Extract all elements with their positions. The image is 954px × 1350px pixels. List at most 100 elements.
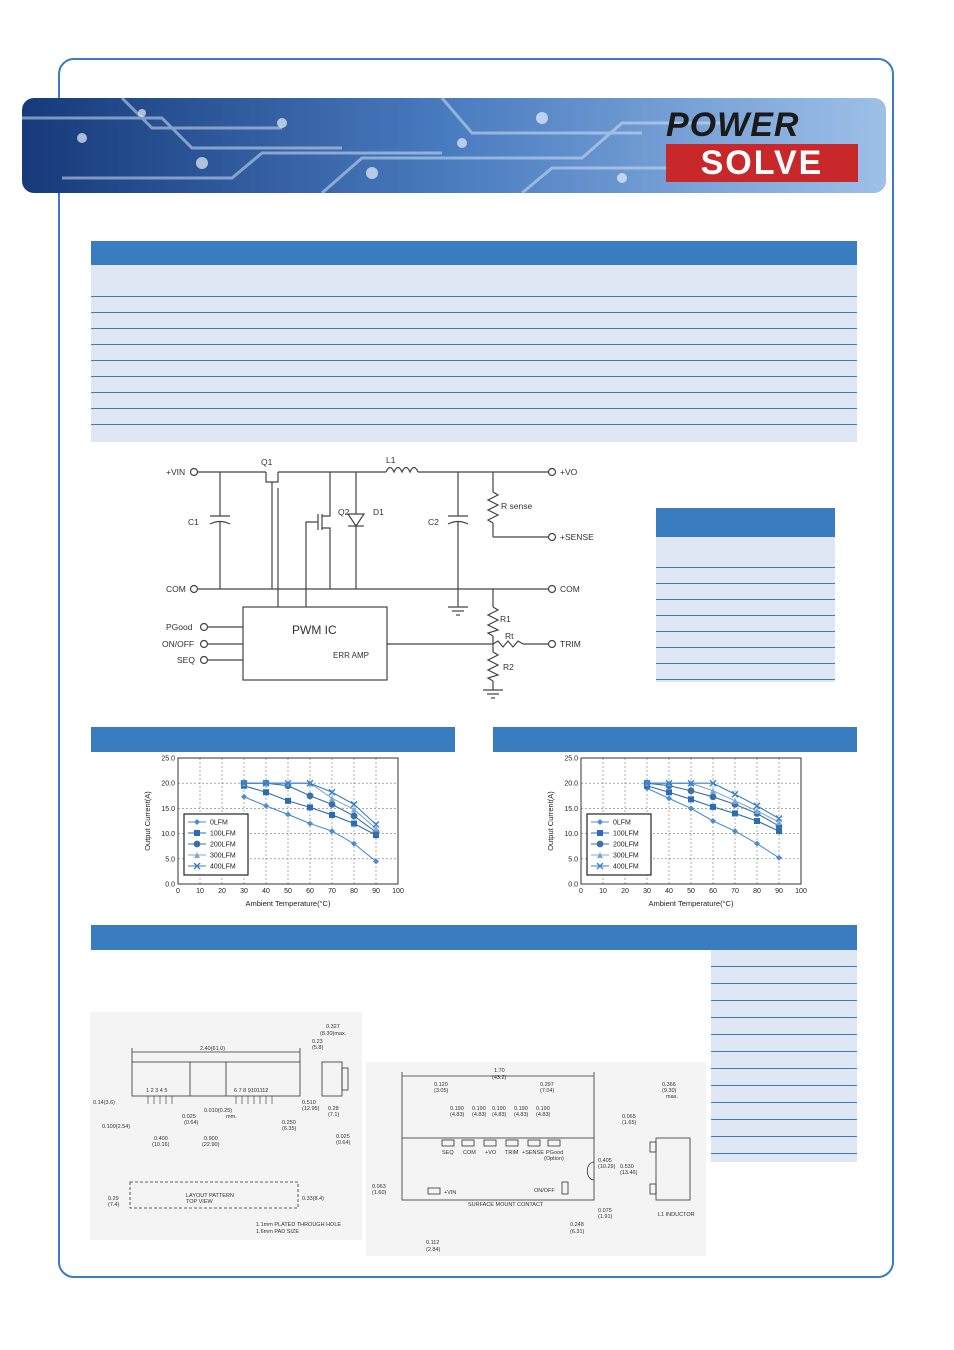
- table-row: [656, 632, 835, 648]
- chart-background: [140, 752, 404, 910]
- dim-033: 0.33(8.4): [302, 1196, 324, 1202]
- x-tick-label: 10: [196, 888, 204, 895]
- dim-830: (8.30)max.: [320, 1031, 347, 1037]
- data-point: [687, 779, 695, 787]
- x-tick-label: 90: [775, 888, 783, 895]
- l1-inductor: L1 INDUCTOR: [658, 1212, 695, 1218]
- label-vin: +VIN: [166, 467, 185, 477]
- plot-frame: [177, 757, 399, 885]
- label-com-right: COM: [560, 584, 580, 594]
- dim-284: (2.84): [426, 1247, 441, 1253]
- dim-71: (7.1): [328, 1112, 339, 1118]
- pin-seq: SEQ: [442, 1150, 454, 1156]
- y-tick-label: 25.0: [161, 756, 175, 763]
- table-row: [656, 648, 835, 664]
- layout-top-view: TOP VIEW: [186, 1199, 214, 1205]
- table-row: [656, 664, 835, 680]
- surface-mount-note: SURFACE MOUNT CONTACT: [468, 1202, 544, 1208]
- section-header-derating-right: [493, 727, 857, 752]
- data-point: [732, 828, 738, 835]
- dim-0063: 0.063: [372, 1184, 386, 1190]
- data-point: [306, 792, 314, 800]
- table-row: [656, 537, 835, 568]
- dim-014: 0.14(3.6): [93, 1100, 115, 1106]
- table-row: [656, 600, 835, 616]
- data-point: [240, 779, 248, 787]
- table-row: [711, 1086, 857, 1103]
- pins-6-12: 6 7 8 9101112: [234, 1088, 268, 1094]
- dim-1295: (12.95): [302, 1106, 320, 1112]
- dim-483-4: (4.83): [514, 1112, 529, 1118]
- dim-483-5: (4.83): [536, 1112, 551, 1118]
- label-r2: R2: [503, 662, 514, 672]
- pin-sense: +SENSE: [522, 1150, 544, 1156]
- label-rt: Rt: [505, 631, 514, 641]
- pins-1-5: 1 2 3 4 5: [146, 1088, 167, 1094]
- mechanical-side-table: [711, 950, 857, 1162]
- spec-table: [91, 265, 857, 442]
- x-tick-label: 70: [328, 888, 336, 895]
- dim-0190-4: 0.190: [514, 1106, 528, 1112]
- table-row: [711, 1035, 857, 1052]
- section-header-derating-left: [91, 727, 455, 752]
- data-point: [350, 800, 358, 808]
- label-rsense: R sense: [501, 501, 532, 511]
- x-tick-label: 10: [599, 888, 607, 895]
- data-point: [688, 796, 694, 803]
- mechanical-drawing-smd: 1.70 (43.2) 0.120 (3.05) 0.297 (7.04) 0.…: [366, 1062, 706, 1256]
- dim-483-2: (4.83): [472, 1112, 487, 1118]
- section-header-mechanical: [91, 925, 857, 950]
- x-tick-label: 60: [709, 888, 717, 895]
- table-row: [711, 984, 857, 1001]
- dim-0190-3: 0.190: [492, 1106, 506, 1112]
- data-point: [329, 795, 335, 802]
- data-point: [284, 779, 292, 787]
- data-point: [329, 828, 335, 835]
- dim-191: (1.91): [598, 1214, 613, 1220]
- y-axis-label: Output Current(A): [546, 791, 555, 851]
- data-point: [710, 787, 716, 794]
- label-r1: R1: [500, 614, 511, 624]
- dim-028: 0.28: [328, 1106, 339, 1112]
- x-tick-label: 40: [262, 888, 270, 895]
- x-tick-label: 20: [218, 888, 226, 895]
- data-point: [351, 806, 357, 813]
- dim-0190-1: 0.190: [450, 1106, 464, 1112]
- x-tick-label: 0: [176, 888, 180, 895]
- label-trim: TRIM: [560, 639, 581, 649]
- data-point: [754, 840, 760, 847]
- dim-631: (6.31): [570, 1229, 585, 1235]
- pin-vo: +VO: [485, 1150, 497, 1156]
- data-point: [372, 821, 380, 829]
- legend-marker: [193, 862, 201, 870]
- y-tick-label: 5.0: [568, 856, 578, 863]
- x-tick-label: 20: [621, 888, 629, 895]
- table-row: [91, 377, 857, 393]
- legend-box: [586, 813, 652, 876]
- data-point: [666, 789, 672, 796]
- data-point: [643, 779, 651, 787]
- label-pwm: PWM IC: [292, 623, 337, 637]
- dim-160: (1.60): [372, 1190, 387, 1196]
- x-tick-label: 100: [795, 888, 807, 895]
- table-row: [91, 297, 857, 313]
- dim-029: 0.29: [108, 1196, 119, 1202]
- x-tick-label: 50: [687, 888, 695, 895]
- legend-marker: [597, 819, 603, 825]
- label-q2: Q2: [338, 507, 350, 517]
- legend-label: 300LFM: [210, 853, 236, 860]
- table-row: [91, 329, 857, 345]
- dim-432: (43.2): [492, 1075, 507, 1081]
- label-vo: +VO: [560, 467, 578, 477]
- legend-label: 100LFM: [210, 831, 236, 838]
- legend-marker: [194, 819, 200, 825]
- label-seq: SEQ: [177, 655, 195, 665]
- x-tick-label: 60: [306, 888, 314, 895]
- legend-label: 0LFM: [210, 820, 228, 827]
- table-row: [91, 361, 857, 377]
- data-point: [351, 820, 357, 827]
- dim-0120: 0.120: [434, 1082, 448, 1088]
- table-row: [91, 393, 857, 409]
- pin-onoff: ON/OFF: [534, 1188, 555, 1194]
